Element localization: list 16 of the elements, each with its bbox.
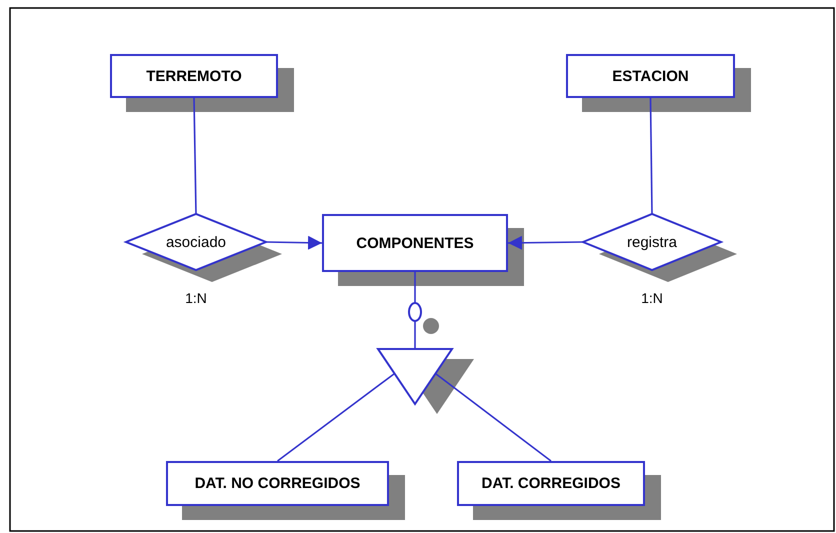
- connector-line: [650, 98, 653, 214]
- cardinality-label: 1:N: [184, 290, 208, 306]
- cardinality-label: 1:N: [640, 290, 664, 306]
- arrow: [508, 236, 584, 250]
- entity-box: ESTACION: [566, 54, 735, 98]
- entity-box: COMPONENTES: [322, 214, 508, 272]
- relationship-label: asociado: [166, 234, 226, 250]
- entity-box: TERREMOTO: [110, 54, 278, 98]
- connector-line: [408, 272, 422, 349]
- arrow: [266, 236, 322, 250]
- entity-box: DAT. NO CORREGIDOS: [166, 461, 389, 506]
- connector-line: [435, 373, 552, 462]
- relationship-label: registra: [626, 234, 678, 250]
- connector-line: [193, 98, 197, 214]
- entity-box: DAT. CORREGIDOS: [457, 461, 645, 506]
- connector-line: [277, 373, 395, 462]
